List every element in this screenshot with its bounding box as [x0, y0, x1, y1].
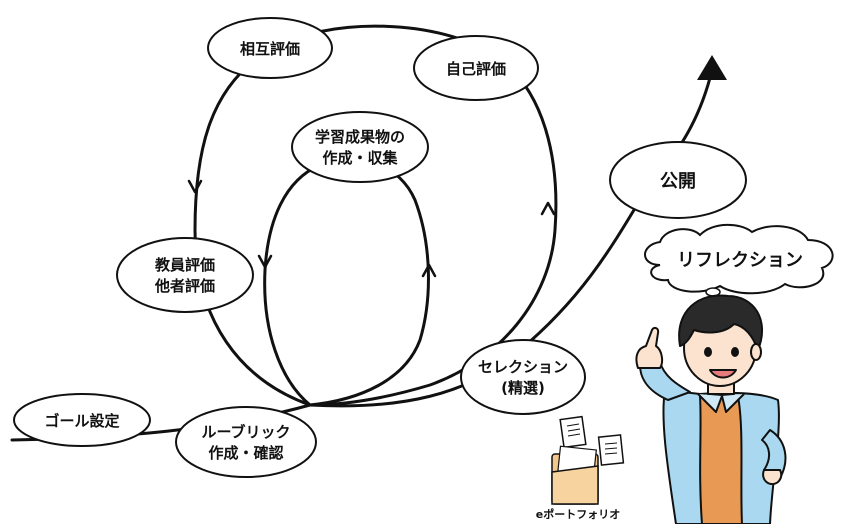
eportfolio-caption: eポートフォリオ	[536, 507, 620, 521]
node-teacher-label-2: 他者評価	[154, 277, 215, 295]
node-rubric: ルーブリック 作成・確認	[175, 406, 317, 478]
node-rubric-label-1: ルーブリック	[201, 423, 290, 441]
node-peer: 相互評価	[207, 17, 333, 79]
node-artifact-label-2: 作成・収集	[322, 149, 398, 167]
thought-bubble-text: リフレクション	[677, 250, 803, 271]
node-teacher-label-1: 教員評価	[154, 256, 215, 274]
node-goal-label: ゴール設定	[44, 412, 119, 430]
node-rubric-label-2: 作成・確認	[208, 444, 283, 462]
node-artifact-label-1: 学習成果物の	[315, 128, 405, 146]
node-selection-label-1: セレクション	[478, 358, 568, 376]
student-character	[635, 294, 787, 525]
document-icon-2	[597, 434, 625, 466]
arrow-down-outer-icon	[187, 179, 203, 194]
node-publish-label: 公開	[660, 171, 696, 192]
thought-bubble: リフレクション	[644, 223, 834, 306]
arrow-up-inner-icon	[421, 263, 437, 278]
node-goal: ゴール設定	[13, 393, 151, 447]
node-selection: セレクション (精選)	[460, 339, 586, 415]
node-self: 自己評価	[413, 35, 539, 101]
node-self-label: 自己評価	[446, 60, 506, 78]
up-arrow-icon	[697, 55, 727, 80]
folder-icon	[551, 445, 599, 505]
node-teacher: 教員評価 他者評価	[116, 237, 254, 313]
direction-arrows	[187, 179, 556, 278]
node-selection-label-2: (精選)	[501, 379, 545, 397]
arrow-up-outer-icon	[540, 201, 556, 216]
node-artifact: 学習成果物の 作成・収集	[291, 111, 429, 183]
document-icon-1	[559, 415, 587, 449]
node-publish: 公開	[609, 141, 747, 219]
flow-lines	[10, 24, 714, 442]
node-peer-label: 相互評価	[240, 40, 300, 58]
arrow-down-inner-icon	[257, 254, 273, 269]
inner-loop	[263, 157, 430, 407]
